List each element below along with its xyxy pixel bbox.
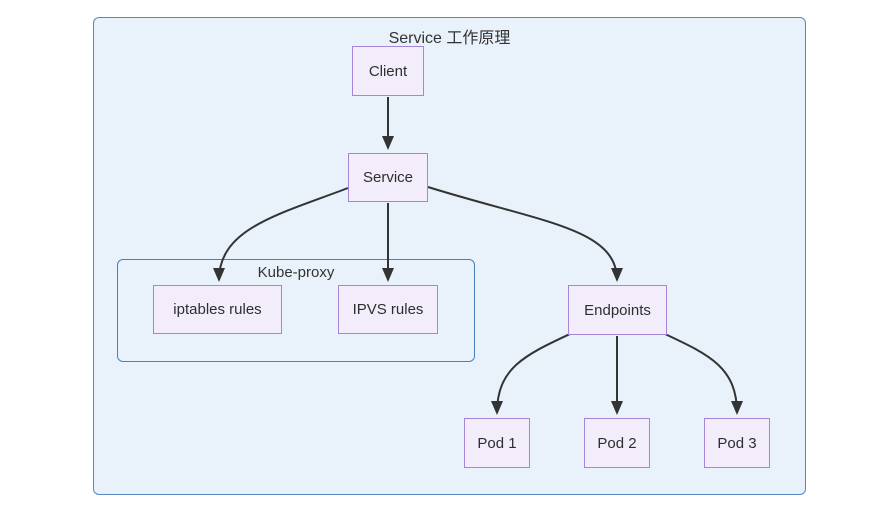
node-pod-1-label: Pod 1 [477, 434, 517, 452]
node-endpoints: Endpoints [568, 285, 667, 335]
node-iptables-rules: iptables rules [153, 285, 282, 334]
node-ipvs-rules: IPVS rules [338, 285, 438, 334]
node-pod-3: Pod 3 [704, 418, 770, 468]
node-pod-1: Pod 1 [464, 418, 530, 468]
node-endpoints-label: Endpoints [584, 301, 651, 319]
node-service-label: Service [362, 169, 414, 186]
service-diagram-container: Service 工作原理 [93, 17, 806, 495]
node-pod-2-label: Pod 2 [597, 434, 637, 452]
diagram-title: Service 工作原理 [388, 30, 511, 47]
node-iptables-rules-label: iptables rules [173, 301, 262, 318]
node-service: Service [348, 153, 428, 202]
node-client: Client [352, 46, 424, 96]
node-pod-3-label: Pod 3 [717, 434, 757, 452]
kube-proxy-group-label: Kube-proxy [257, 264, 335, 281]
node-ipvs-rules-label: IPVS rules [352, 301, 424, 318]
node-pod-2: Pod 2 [584, 418, 650, 468]
node-client-label: Client [368, 62, 408, 80]
